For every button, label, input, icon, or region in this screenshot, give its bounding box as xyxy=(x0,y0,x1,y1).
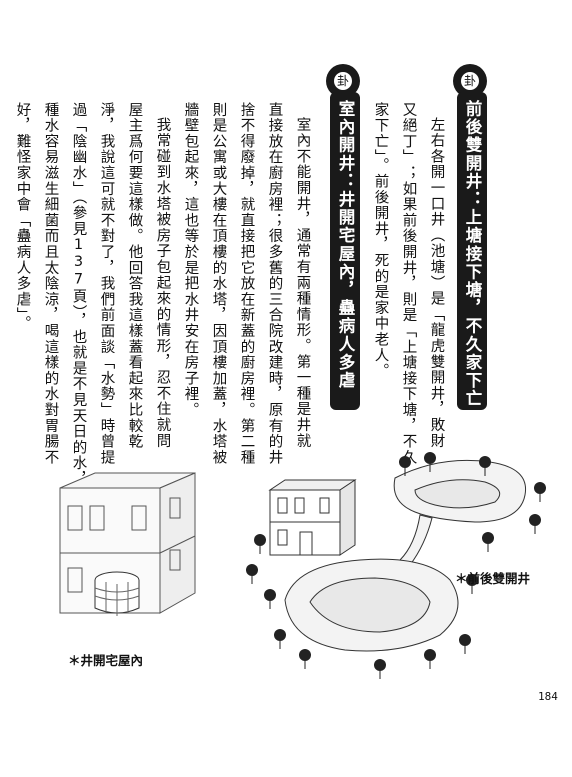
front-back-ponds-illustration xyxy=(246,452,546,679)
text-column: 淨，我說這可就不對了，我們前面談「水勢」時曾提 xyxy=(98,102,115,466)
page-number: 184 xyxy=(538,690,558,703)
well-inside-house-illustration xyxy=(59,472,196,616)
text-column: 牆壁包起來，這也等於是把水井安在房子裡。 xyxy=(182,102,199,418)
figure-caption: ＊井開宅屋內 xyxy=(68,653,144,668)
text-column: 種水容易滋生細菌而且太陰涼，喝這樣的水對胃腸不 xyxy=(42,102,59,466)
text-column: 左右各開一口井（池塘）是「龍虎雙開井，敗財 xyxy=(428,117,445,449)
text-column: 又絕丁」；如果前後開井，則是「上塘接下塘，不久 xyxy=(400,102,417,466)
text-column: 過「陰幽水」（參見137頁），也就是不見天日的水，這 xyxy=(70,102,87,503)
text-column: 屋主爲何要這樣做。他回答我這樣蓋看起來比較乾 xyxy=(126,102,143,450)
text-column: 捨不得廢掉，就直接把它放在新蓋的廚房裡。第二種 xyxy=(238,102,255,466)
text-column: 好，難怪家中會「蠱病人多虐」。 xyxy=(14,102,31,332)
text-column: 則是公寓或大樓在頂樓的水塔，因頂樓加蓋，水塔被 xyxy=(210,102,227,466)
section-heading: 室內開井：井開宅屋內，蠱病人多虐 xyxy=(330,92,360,410)
text-column: 我常碰到水塔被房子包起來的情形，忍不住就問 xyxy=(154,117,171,449)
text-column: 室內不能開井，通常有兩種情形。第一種是井就 xyxy=(294,117,311,449)
text-column: 直接放在廚房裡；很多舊的三合院改建時，原有的井 xyxy=(266,102,283,466)
text-column: 家下亡」。前後開井，死的是家中老人。 xyxy=(372,102,389,380)
section-heading: 前後雙開井：上塘接下塘，不久家下亡 xyxy=(457,92,487,410)
figure-caption: ＊前後雙開井 xyxy=(455,571,531,586)
